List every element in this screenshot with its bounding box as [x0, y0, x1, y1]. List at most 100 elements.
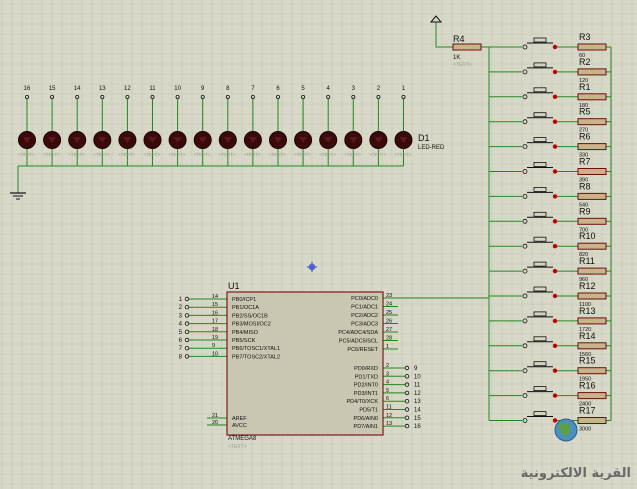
- ladder-resistor[interactable]: [577, 68, 607, 76]
- led-pin-terminal[interactable]: [225, 95, 230, 100]
- resistor-value: 270: [579, 128, 588, 134]
- led-pin-number: 16: [24, 86, 31, 92]
- switch-terminal-active: [552, 194, 558, 199]
- led-pin-terminal[interactable]: [376, 95, 381, 100]
- ladder-resistor[interactable]: [577, 118, 607, 126]
- ladder-resistor[interactable]: [577, 317, 607, 325]
- led-pin-terminal[interactable]: [301, 95, 306, 100]
- resistor-value: 2400: [579, 402, 591, 408]
- pin-terminal[interactable]: [184, 321, 190, 326]
- pin-terminal[interactable]: [184, 313, 190, 318]
- pin-terminal[interactable]: [404, 374, 410, 379]
- pin-number: 17: [212, 319, 218, 325]
- pushbutton-switch[interactable]: [522, 311, 558, 324]
- diode-symbol-icon: [374, 137, 383, 143]
- pin-terminal[interactable]: [404, 399, 410, 404]
- ladder-resistor[interactable]: [577, 192, 607, 200]
- pushbutton-switch[interactable]: [522, 186, 558, 199]
- led-pin-terminal[interactable]: [150, 95, 155, 100]
- pin-number: 19: [212, 335, 218, 341]
- pin-number: 11: [386, 405, 392, 411]
- led-pin-terminal[interactable]: [200, 95, 205, 100]
- pin-ext-number: 10: [414, 374, 421, 380]
- switch-button: [533, 112, 547, 118]
- pushbutton-switch[interactable]: [522, 236, 558, 249]
- pushbutton-switch[interactable]: [522, 137, 558, 150]
- led-pin-terminal[interactable]: [24, 95, 29, 100]
- switch-terminal: [522, 318, 528, 324]
- pin-terminal[interactable]: [184, 337, 190, 343]
- pin-terminal[interactable]: [184, 346, 190, 351]
- led-pin-number: 5: [301, 86, 305, 92]
- led-pin-terminal[interactable]: [125, 95, 130, 100]
- ladder-resistor[interactable]: [577, 417, 607, 424]
- pin-terminal[interactable]: [404, 390, 410, 396]
- pushbutton-switch[interactable]: [522, 162, 558, 174]
- ladder-resistor[interactable]: [577, 292, 607, 300]
- led-pin-terminal[interactable]: [326, 95, 331, 100]
- ladder-resistor[interactable]: [577, 143, 607, 151]
- pushbutton-switch[interactable]: [522, 211, 558, 224]
- led-pin-terminal[interactable]: [401, 95, 406, 100]
- led-pin-terminal[interactable]: [351, 95, 356, 100]
- pushbutton-switch[interactable]: [522, 411, 558, 423]
- led-pin-number: 1: [402, 86, 406, 92]
- r4-resistor[interactable]: [452, 43, 482, 51]
- pin-terminal[interactable]: [404, 365, 410, 371]
- switch-terminal: [522, 418, 528, 423]
- led-bank-label: D1: [418, 133, 430, 143]
- resistor-label: R17: [579, 406, 596, 416]
- switch-button: [533, 137, 547, 143]
- pushbutton-switch[interactable]: [522, 361, 558, 374]
- led-pin-number: 8: [226, 86, 230, 92]
- chip-name: ATMEGA8: [228, 436, 257, 442]
- pushbutton-switch[interactable]: [522, 87, 558, 100]
- led-text-placeholder: <TEXT>: [244, 152, 261, 157]
- led-pin-terminal[interactable]: [250, 95, 255, 100]
- diode-symbol-icon: [274, 137, 282, 143]
- pin-number: 16: [212, 310, 218, 316]
- pushbutton-switch[interactable]: [522, 37, 558, 50]
- pushbutton-switch[interactable]: [522, 336, 558, 349]
- pushbutton-switch[interactable]: [522, 286, 558, 299]
- led-pin-terminal[interactable]: [275, 95, 280, 100]
- pin-terminal[interactable]: [184, 296, 190, 302]
- led-pin-terminal[interactable]: [75, 95, 80, 100]
- ladder-resistor[interactable]: [577, 43, 607, 51]
- pin-terminal[interactable]: [184, 305, 190, 310]
- resistor-ladder[interactable]: R360R2120R1180R5270R6330R7390R8540R9700R…: [429, 15, 607, 442]
- led-pin-terminal[interactable]: [50, 95, 55, 100]
- pin-terminal[interactable]: [184, 329, 190, 334]
- chip-body[interactable]: [226, 291, 384, 436]
- pin-terminal[interactable]: [404, 382, 410, 387]
- pin-terminal[interactable]: [184, 354, 190, 359]
- ladder-resistor[interactable]: [577, 93, 607, 101]
- ladder-resistor[interactable]: [577, 367, 607, 375]
- pin-name: PB7/TOSC2/XTAL2: [232, 354, 280, 360]
- pushbutton-switch[interactable]: [522, 62, 558, 75]
- ladder-resistor[interactable]: [577, 242, 607, 250]
- pin-terminal[interactable]: [404, 415, 410, 420]
- led-pin-terminal[interactable]: [175, 95, 180, 100]
- pushbutton-switch[interactable]: [522, 261, 558, 274]
- ladder-resistor[interactable]: [577, 168, 607, 175]
- pushbutton-switch[interactable]: [522, 112, 558, 125]
- pushbutton-switch[interactable]: [522, 386, 558, 399]
- led-pin-terminal[interactable]: [100, 95, 105, 100]
- resistor-value: 390: [579, 178, 588, 184]
- pin-name: PC1/ADC1: [351, 305, 378, 311]
- resistor-value: 1560: [579, 352, 591, 358]
- ladder-resistor[interactable]: [577, 217, 607, 225]
- pin-number: 10: [212, 351, 218, 357]
- switch-terminal-active: [552, 94, 558, 100]
- ladder-resistor[interactable]: [577, 342, 607, 350]
- ladder-resistor[interactable]: [577, 392, 607, 400]
- pin-terminal[interactable]: [404, 423, 410, 429]
- led-bank[interactable]: 16<TEXT>15<TEXT>14<TEXT>13<TEXT>12<TEXT>…: [10, 86, 413, 200]
- pin-terminal[interactable]: [404, 407, 410, 412]
- pin-ext-number: 3: [179, 313, 183, 319]
- pin-number: 28: [386, 336, 392, 342]
- ladder-resistor[interactable]: [577, 267, 607, 275]
